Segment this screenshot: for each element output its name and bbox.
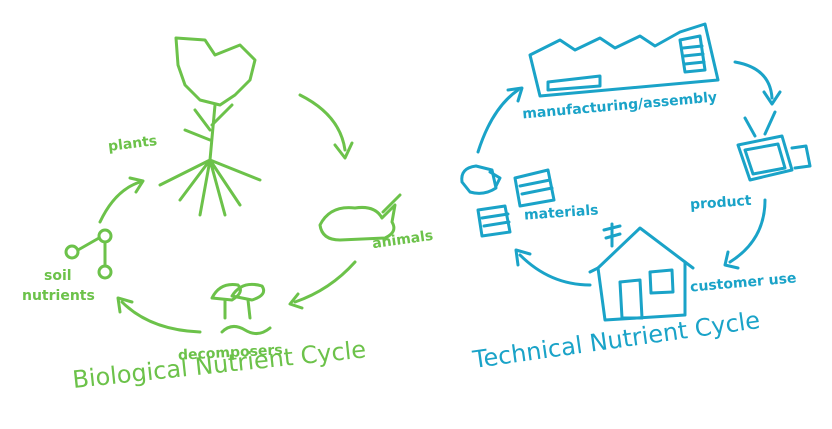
- node-soil-line2: nutrients: [22, 288, 95, 304]
- house-icon: [588, 222, 695, 322]
- mushroom-icon: [210, 282, 266, 320]
- arrow-plants-to-animals: [298, 93, 347, 152]
- factory-icon: [528, 22, 720, 98]
- materials-icon: [460, 164, 556, 238]
- molecule-icon: [64, 228, 113, 280]
- node-soil-line1: soil: [44, 268, 72, 284]
- tree-icon: [158, 36, 262, 217]
- worm-icon: [220, 325, 272, 335]
- arrow-decomposers-to-soil: [120, 300, 202, 334]
- arrow-customer-to-materials: [518, 253, 592, 287]
- arrow-product-to-customer: [728, 198, 767, 264]
- rabbit-icon: [318, 193, 402, 242]
- arrow-manufacturing-to-product: [733, 60, 774, 100]
- tv-icon: [736, 110, 812, 182]
- arrow-materials-to-manufacturing: [476, 88, 520, 154]
- arrow-soil-to-plants: [98, 180, 142, 224]
- arrow-animals-to-decomposers: [293, 260, 357, 304]
